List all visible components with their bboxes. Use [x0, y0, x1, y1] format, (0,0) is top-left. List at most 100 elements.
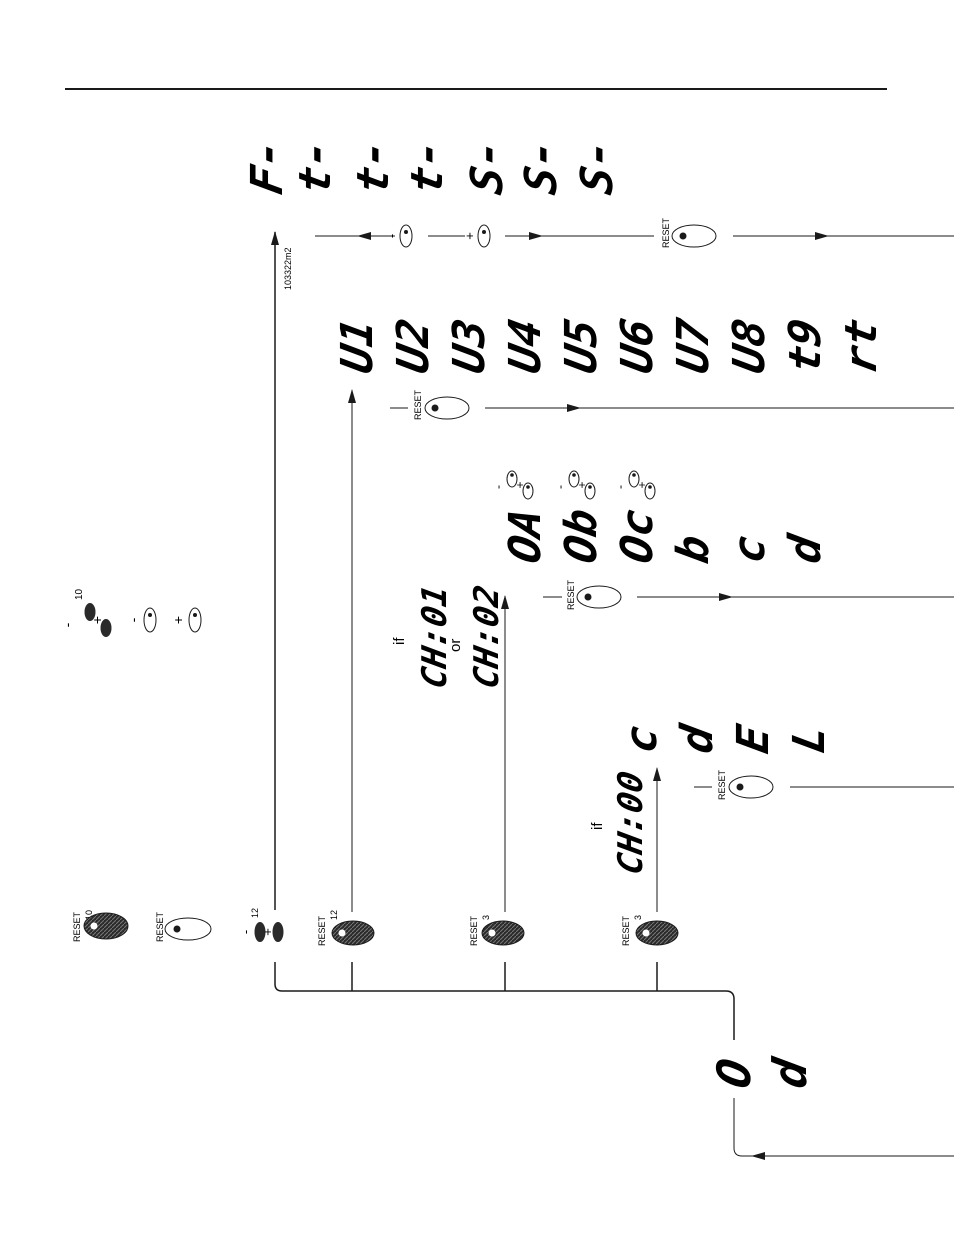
plus-button-icon	[100, 619, 112, 637]
f-reset-press: RESET	[661, 217, 717, 248]
u-code-7: U8	[724, 315, 775, 377]
button-dot-icon	[648, 485, 652, 489]
condition-ch00: if CH:00	[589, 768, 651, 877]
reset-hold-12-button: RESET 12	[317, 910, 375, 946]
o-reset-press: RESET	[566, 579, 622, 610]
o-minus-plus-press-2: -+	[613, 470, 656, 500]
reset-button-icon	[424, 396, 470, 420]
minus-plus-hold-12-button: - + 12	[238, 908, 284, 942]
u-code-0: U1	[332, 315, 383, 377]
button-dot-icon	[510, 473, 514, 477]
legend-minus-plus-hold: - + 10	[59, 588, 112, 637]
reset-button-icon	[635, 920, 679, 946]
reset-label: RESET	[469, 915, 479, 946]
plus-sign: +	[513, 481, 527, 488]
o-code-3: b	[668, 532, 719, 567]
minus-button-icon	[506, 470, 518, 488]
o-code-2: Oc	[612, 505, 663, 567]
minus-button-icon	[84, 603, 96, 621]
condition-ch00: CH:00	[611, 768, 651, 877]
reset-label: RESET	[72, 911, 82, 942]
minus-button-icon	[143, 607, 157, 633]
f-code-4: S-	[462, 136, 513, 198]
button-dot-icon	[193, 613, 197, 617]
button-dot-icon	[588, 485, 592, 489]
seconds-3-label: 3	[633, 915, 643, 920]
button-dot-icon	[404, 230, 408, 234]
button-dot-icon	[488, 929, 496, 937]
reset-press-button: RESET	[155, 911, 212, 942]
reset-label: RESET	[717, 769, 727, 800]
minus-button-icon	[254, 922, 266, 942]
seconds-10-label: 10	[84, 910, 94, 920]
seconds-12-label: 12	[250, 908, 260, 918]
root-code-0: O	[707, 1055, 761, 1092]
plus-button-icon	[477, 224, 491, 248]
minus-sign: -	[238, 930, 253, 934]
u-code-5: U6	[612, 315, 663, 377]
reset-button-icon	[83, 912, 129, 940]
reset-label: RESET	[413, 389, 423, 420]
if-label: if	[589, 822, 606, 830]
f-display-group: F-t-t-t-S-S-S-	[242, 136, 623, 198]
minus-sign: -	[613, 485, 627, 489]
u-code-3: U4	[500, 315, 551, 377]
or-label: or	[447, 639, 464, 652]
minus-sign: -	[384, 234, 399, 238]
u-code-6: U7	[668, 315, 719, 377]
if-label: if	[391, 637, 408, 645]
plus-button-icon	[188, 607, 202, 633]
plus-sign: +	[462, 232, 477, 240]
button-dot-icon	[526, 485, 530, 489]
button-dot-icon	[679, 232, 687, 240]
f-code-0: F-	[242, 136, 293, 198]
f-code-2: t-	[348, 136, 399, 198]
plus-button-icon	[644, 482, 656, 500]
seconds-3-label: 3	[481, 915, 491, 920]
legend-minus-press-sign: -	[125, 617, 141, 622]
button-dot-icon	[736, 783, 744, 791]
button-dot-icon	[572, 473, 576, 477]
reset-label: RESET	[621, 915, 631, 946]
plus-sign: +	[260, 928, 275, 936]
condition-ch01: CH:01	[415, 582, 455, 691]
c-reset-press: RESET	[717, 769, 774, 800]
button-dot-icon	[173, 925, 181, 933]
button-dot-icon	[148, 613, 152, 617]
condition-ch02: CH:02	[467, 582, 507, 691]
minus-button-icon	[568, 470, 580, 488]
reset-button-icon	[481, 920, 525, 946]
o-minus-plus-press-0: -+	[491, 470, 534, 500]
minus-button-icon	[399, 224, 413, 248]
button-dot-icon	[90, 922, 98, 930]
root-code-1: d	[763, 1054, 817, 1092]
f-code-1: t-	[290, 136, 341, 198]
plus-button-icon	[584, 482, 596, 500]
doc-code: 103322m2	[283, 247, 293, 290]
minus-button-icon	[628, 470, 640, 488]
reset-button-icon	[671, 224, 717, 248]
condition-ch01-ch02: if CH:01 or CH:02	[391, 582, 507, 691]
reset-hold-3-button-b: RESET 3	[621, 915, 679, 946]
bottom-bus-line	[274, 962, 735, 1040]
f-code-5: S-	[516, 136, 567, 198]
f-code-6: S-	[572, 136, 623, 198]
reset-button-icon	[164, 917, 212, 941]
button-dot-icon	[584, 593, 592, 601]
legend-plus-sign: +	[89, 616, 105, 624]
legend-minus-sign: -	[59, 622, 75, 627]
plus-button-icon	[522, 482, 534, 500]
button-dot-icon	[431, 404, 439, 412]
u-code-4: U5	[556, 315, 607, 377]
minus-sign: -	[491, 485, 505, 489]
plus-sign: +	[575, 481, 589, 488]
seconds-12-label: 12	[329, 910, 339, 920]
reset-label: RESET	[566, 579, 576, 610]
u-code-8: t9	[780, 315, 831, 377]
o-minus-plus-presses: -+-+-+	[491, 470, 656, 500]
u-code-1: U2	[388, 315, 439, 377]
